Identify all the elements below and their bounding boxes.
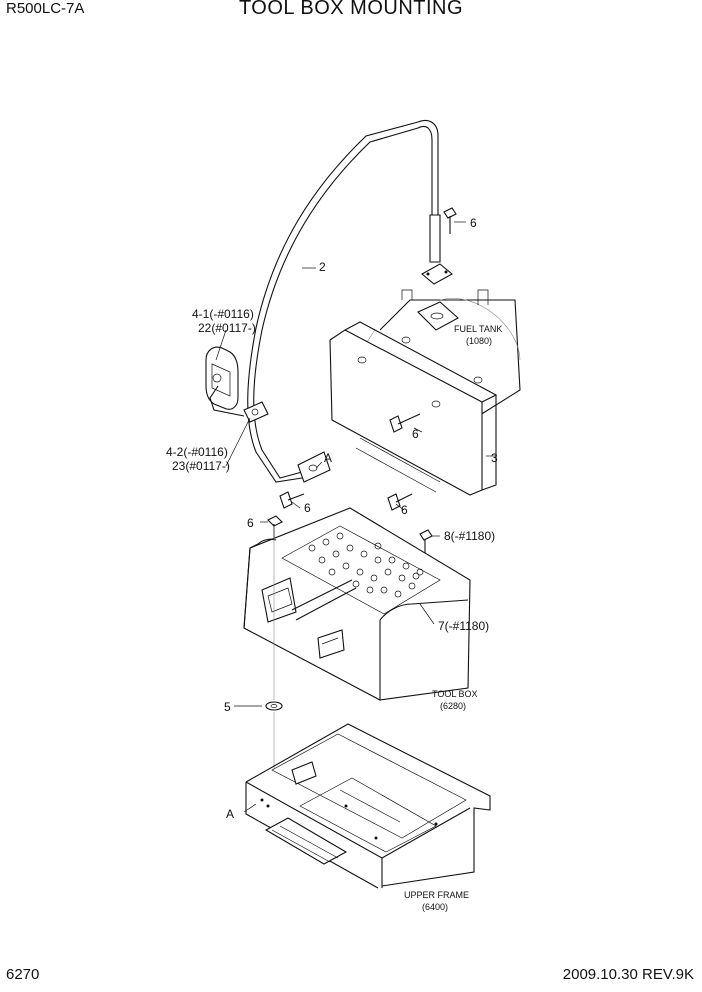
fuel-tank-outline bbox=[364, 289, 521, 416]
callout-4-1: 4-1(-#0116) bbox=[192, 307, 254, 321]
upper-frame bbox=[245, 723, 491, 889]
tool-box bbox=[243, 507, 471, 701]
washer-5 bbox=[265, 701, 283, 770]
callout-23: 23(#0117-) bbox=[172, 459, 230, 473]
callout-8: 8(-#1180) bbox=[444, 529, 495, 543]
callout-6-cover: 6 bbox=[412, 427, 419, 441]
callout-6-mid-left: 6 bbox=[304, 501, 311, 515]
callout-22: 22(#0117-) bbox=[198, 321, 256, 335]
mirror-stay-base-plate bbox=[417, 263, 459, 331]
revision-date: 2009.10.30 REV.9K bbox=[562, 966, 694, 983]
bolt-6-mid-left bbox=[279, 491, 305, 509]
fuel-tank-ref-page: (1080) bbox=[466, 336, 492, 346]
callout-5: 5 bbox=[224, 700, 231, 714]
callout-6-toolbox: 6 bbox=[247, 516, 254, 530]
ref-a-top: A bbox=[324, 451, 332, 465]
mirror-4-1 bbox=[205, 346, 245, 417]
callout-7: 7(-#1180) bbox=[438, 619, 489, 633]
model-number: R500LC-7A bbox=[6, 0, 85, 17]
callout-6-mid-right: 6 bbox=[401, 503, 408, 517]
callout-2: 2 bbox=[319, 260, 326, 274]
toolbox-lid-perforations bbox=[308, 532, 424, 598]
callout-3: 3 bbox=[491, 451, 498, 465]
ref-a-bottom: A bbox=[226, 807, 234, 821]
callout-4-2: 4-2(-#0116) bbox=[166, 445, 228, 459]
leader-lines bbox=[215, 221, 496, 813]
bolt-6-cover bbox=[389, 413, 421, 433]
bolt-6-top bbox=[443, 207, 457, 234]
callout-6-top: 6 bbox=[470, 216, 477, 230]
page-title: TOOL BOX MOUNTING bbox=[238, 0, 464, 19]
tool-box-ref-page: (6280) bbox=[440, 701, 466, 711]
upper-frame-ref: UPPER FRAME bbox=[404, 890, 469, 900]
cover-plate-3 bbox=[329, 321, 498, 496]
bolt-6-mid-right bbox=[387, 493, 413, 511]
upper-frame-ref-page: (6400) bbox=[422, 902, 448, 912]
tool-box-ref: TOOL BOX bbox=[432, 689, 478, 699]
fuel-tank-ref: FUEL TANK bbox=[454, 324, 502, 334]
page-number: 6270 bbox=[6, 966, 40, 983]
mirror-clamp-4-2 bbox=[243, 401, 269, 423]
